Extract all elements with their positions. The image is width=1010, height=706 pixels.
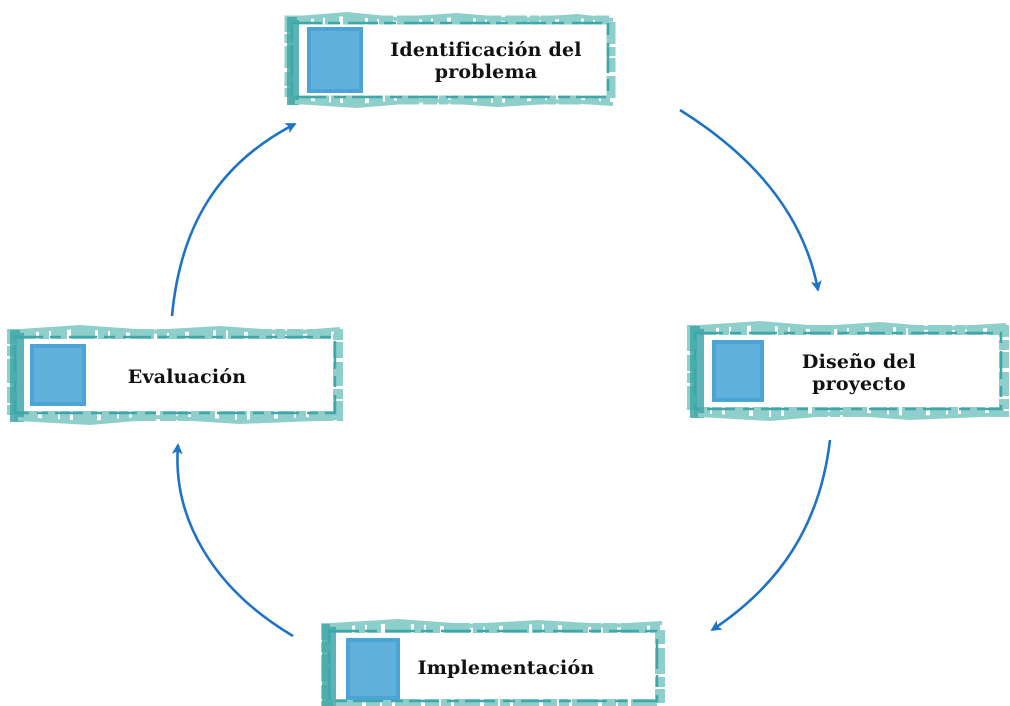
brush-frame [321,618,665,706]
arrow-design-to-implementation [710,439,832,632]
node-label: Identificación del problema [390,39,582,83]
node-label: Diseño del proyecto [801,351,917,395]
node-project-design: Diseño del proyecto [687,320,1009,422]
node-label: Evaluación [127,366,247,388]
brush-frame [284,11,616,109]
node-evaluation: Evaluación [7,324,343,426]
arrow-evaluation-to-problem [170,122,297,317]
arrow-problem-to-design [679,108,822,292]
node-problem-identification: Identificación del problema [284,11,616,109]
brush-frame [7,324,343,426]
arrow-implementation-to-evaluation [171,443,294,638]
brush-frame [687,320,1009,422]
node-implementation: Implementación [318,618,665,706]
node-label: Implementación [417,657,595,679]
